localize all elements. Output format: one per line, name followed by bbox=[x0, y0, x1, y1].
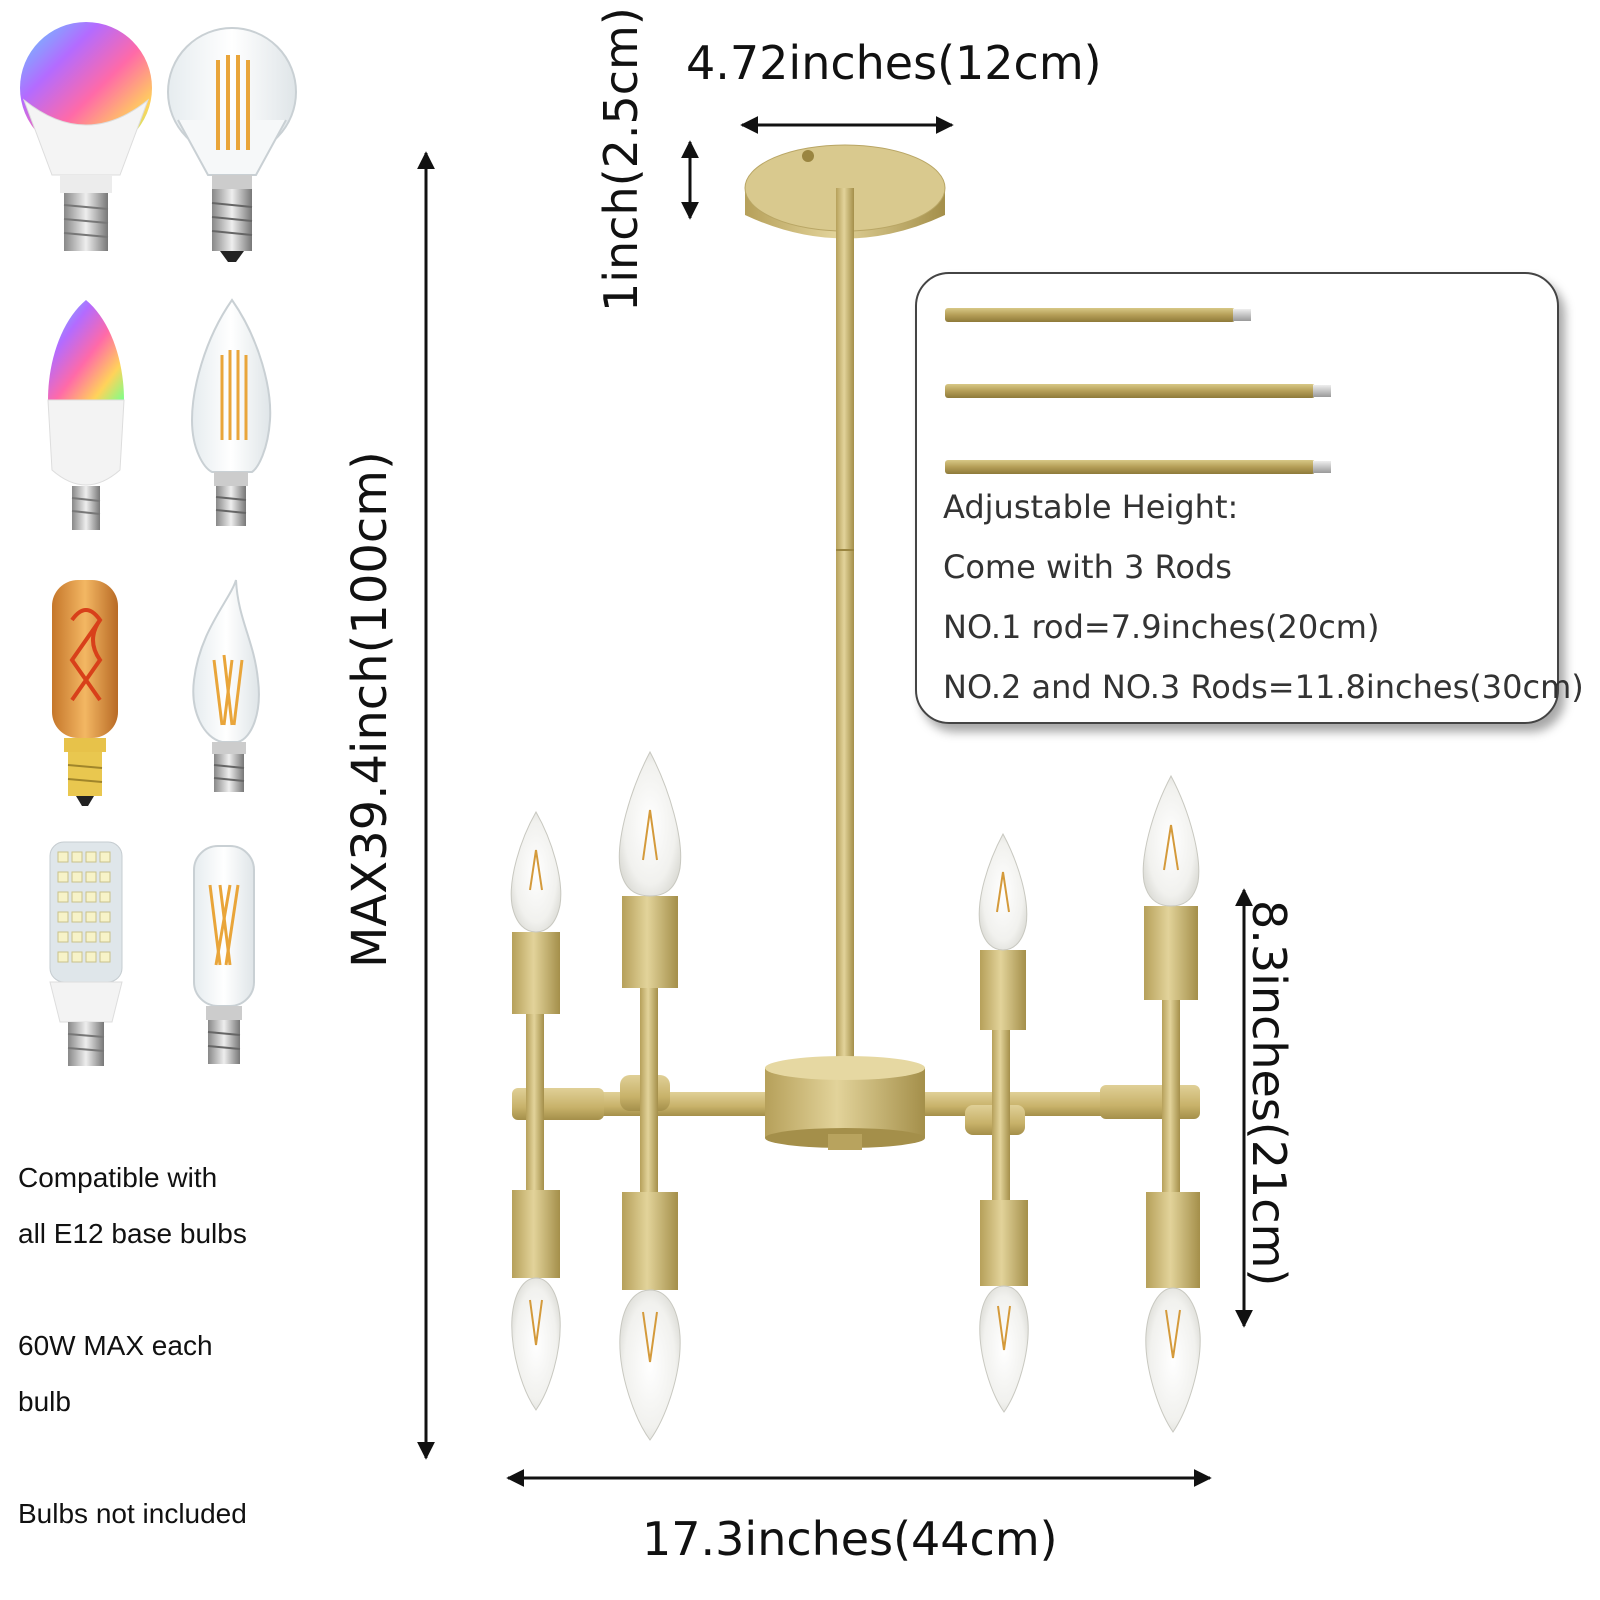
bulb-gallery bbox=[20, 22, 297, 1066]
amber-tube-bulb-icon bbox=[52, 580, 118, 806]
candle-bulb bbox=[1142, 774, 1200, 907]
socket bbox=[622, 896, 678, 988]
rods-line-2: NO.1 rod=7.9inches(20cm) bbox=[943, 608, 1380, 646]
rods-heading: Adjustable Height: bbox=[943, 488, 1239, 526]
compat-line-2: all E12 base bulbs bbox=[18, 1218, 247, 1249]
candle-bulb bbox=[1145, 1287, 1201, 1433]
candle-bulb bbox=[619, 1289, 681, 1441]
compatibility-note: Compatible with all E12 base bulbs bbox=[18, 1150, 247, 1262]
socket bbox=[512, 932, 560, 1014]
candle-bulb bbox=[979, 1285, 1029, 1413]
bulbs-not-included-note: Bulbs not included bbox=[18, 1498, 247, 1529]
rod-3 bbox=[945, 460, 1331, 474]
rod-2 bbox=[945, 384, 1331, 398]
socket bbox=[1146, 1192, 1200, 1288]
fixture-width-label: 17.3inches(44cm) bbox=[642, 1512, 1058, 1566]
compat-line-1: Compatible with bbox=[18, 1162, 218, 1193]
rod-1 bbox=[945, 308, 1251, 322]
down-rod bbox=[836, 188, 854, 1078]
fixture-height-label: 8.3inches(21cm) bbox=[1242, 900, 1296, 1287]
candle-bulb bbox=[978, 832, 1028, 951]
socket bbox=[512, 1190, 560, 1278]
rod-illustrations bbox=[945, 308, 1331, 474]
wattage-line-2: bulb bbox=[18, 1386, 71, 1417]
candle-bulb bbox=[618, 750, 682, 897]
wattage-line-1: 60W MAX each bbox=[18, 1330, 213, 1361]
rgb-globe-bulb-icon bbox=[20, 22, 152, 251]
max-height-label: MAX39.4inch(100cm) bbox=[342, 451, 398, 968]
socket bbox=[980, 1200, 1028, 1286]
rods-line-3: NO.2 and NO.3 Rods=11.8inches(30cm) bbox=[943, 668, 1584, 706]
canopy-width-label: 4.72inches(12cm) bbox=[686, 36, 1102, 90]
led-corn-bulb-icon bbox=[49, 841, 123, 1066]
filament-globe-bulb-icon bbox=[167, 27, 297, 262]
socket bbox=[1144, 906, 1198, 1000]
socket bbox=[980, 950, 1026, 1030]
rods-line-1: Come with 3 Rods bbox=[943, 548, 1232, 586]
rgb-candle-bulb-icon bbox=[47, 300, 125, 530]
filament-tube-bulb-icon bbox=[193, 845, 255, 1064]
wattage-note: 60W MAX each bulb bbox=[18, 1318, 213, 1430]
flame-tip-bulb-icon bbox=[192, 579, 260, 792]
candle-bulb bbox=[510, 810, 562, 933]
adjustable-rods-panel: Adjustable Height: Come with 3 Rods NO.1… bbox=[915, 272, 1584, 724]
candle-bulb bbox=[511, 1277, 561, 1411]
center-hub bbox=[765, 1056, 925, 1150]
filament-candle-bulb-icon bbox=[190, 298, 272, 526]
socket bbox=[622, 1192, 678, 1290]
canopy-height-label: 1inch(2.5cm) bbox=[594, 7, 648, 312]
